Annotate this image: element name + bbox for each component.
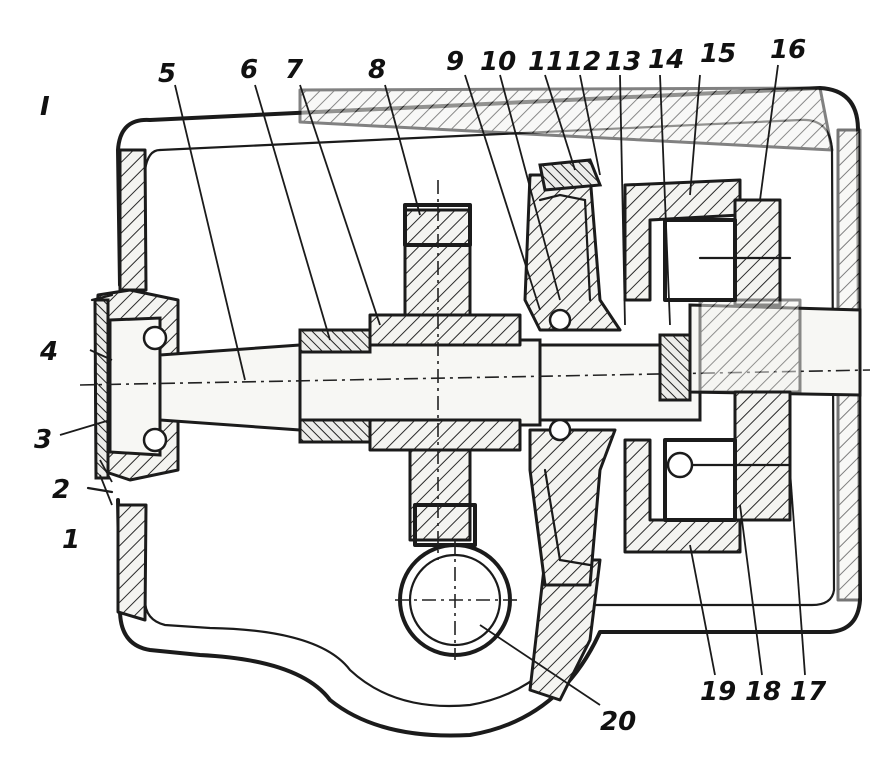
worm-gear: [395, 540, 520, 660]
callout-8: 8: [368, 55, 386, 85]
spur-gear: [368, 180, 522, 560]
callout-5: 5: [158, 59, 176, 89]
callout-17: 17: [790, 677, 827, 707]
callout-3: 3: [34, 425, 52, 455]
callout-1: 1: [62, 525, 80, 555]
bearing-ball-lower: [142, 427, 168, 453]
callout-7: 7: [285, 55, 304, 85]
bearing-ball-upper: [142, 325, 168, 351]
callout-19: 19: [700, 677, 736, 707]
pulley-ball-lower: [548, 418, 572, 442]
callout-14: 14: [648, 45, 684, 75]
callout-13: 13: [605, 47, 641, 77]
callout-2: 2: [52, 475, 70, 505]
callout-10: 10: [480, 47, 516, 77]
callout-6: 6: [240, 55, 258, 85]
callout-12: 12: [565, 47, 601, 77]
leader-lines: [59, 64, 806, 706]
section-mark: I: [40, 92, 50, 122]
pulley-ball-upper: [548, 308, 572, 332]
shaft-sleeve: [298, 328, 372, 444]
callout-18: 18: [745, 677, 781, 707]
housing: [116, 86, 862, 738]
callout-9: 9: [446, 47, 464, 77]
callout-4: 4: [39, 337, 58, 367]
callout-11: 11: [528, 47, 564, 77]
pulley-disc: [523, 158, 622, 587]
coupling-assembly: [623, 178, 802, 554]
callout-labels: 1 2 3 4 5 6 7 8 9 10 11 12 13 14 15 16 1…: [34, 35, 827, 737]
callout-20: 20: [600, 707, 636, 737]
callout-15: 15: [700, 39, 736, 69]
left-bearing-assembly: [86, 288, 180, 494]
callout-16: 16: [770, 35, 806, 65]
